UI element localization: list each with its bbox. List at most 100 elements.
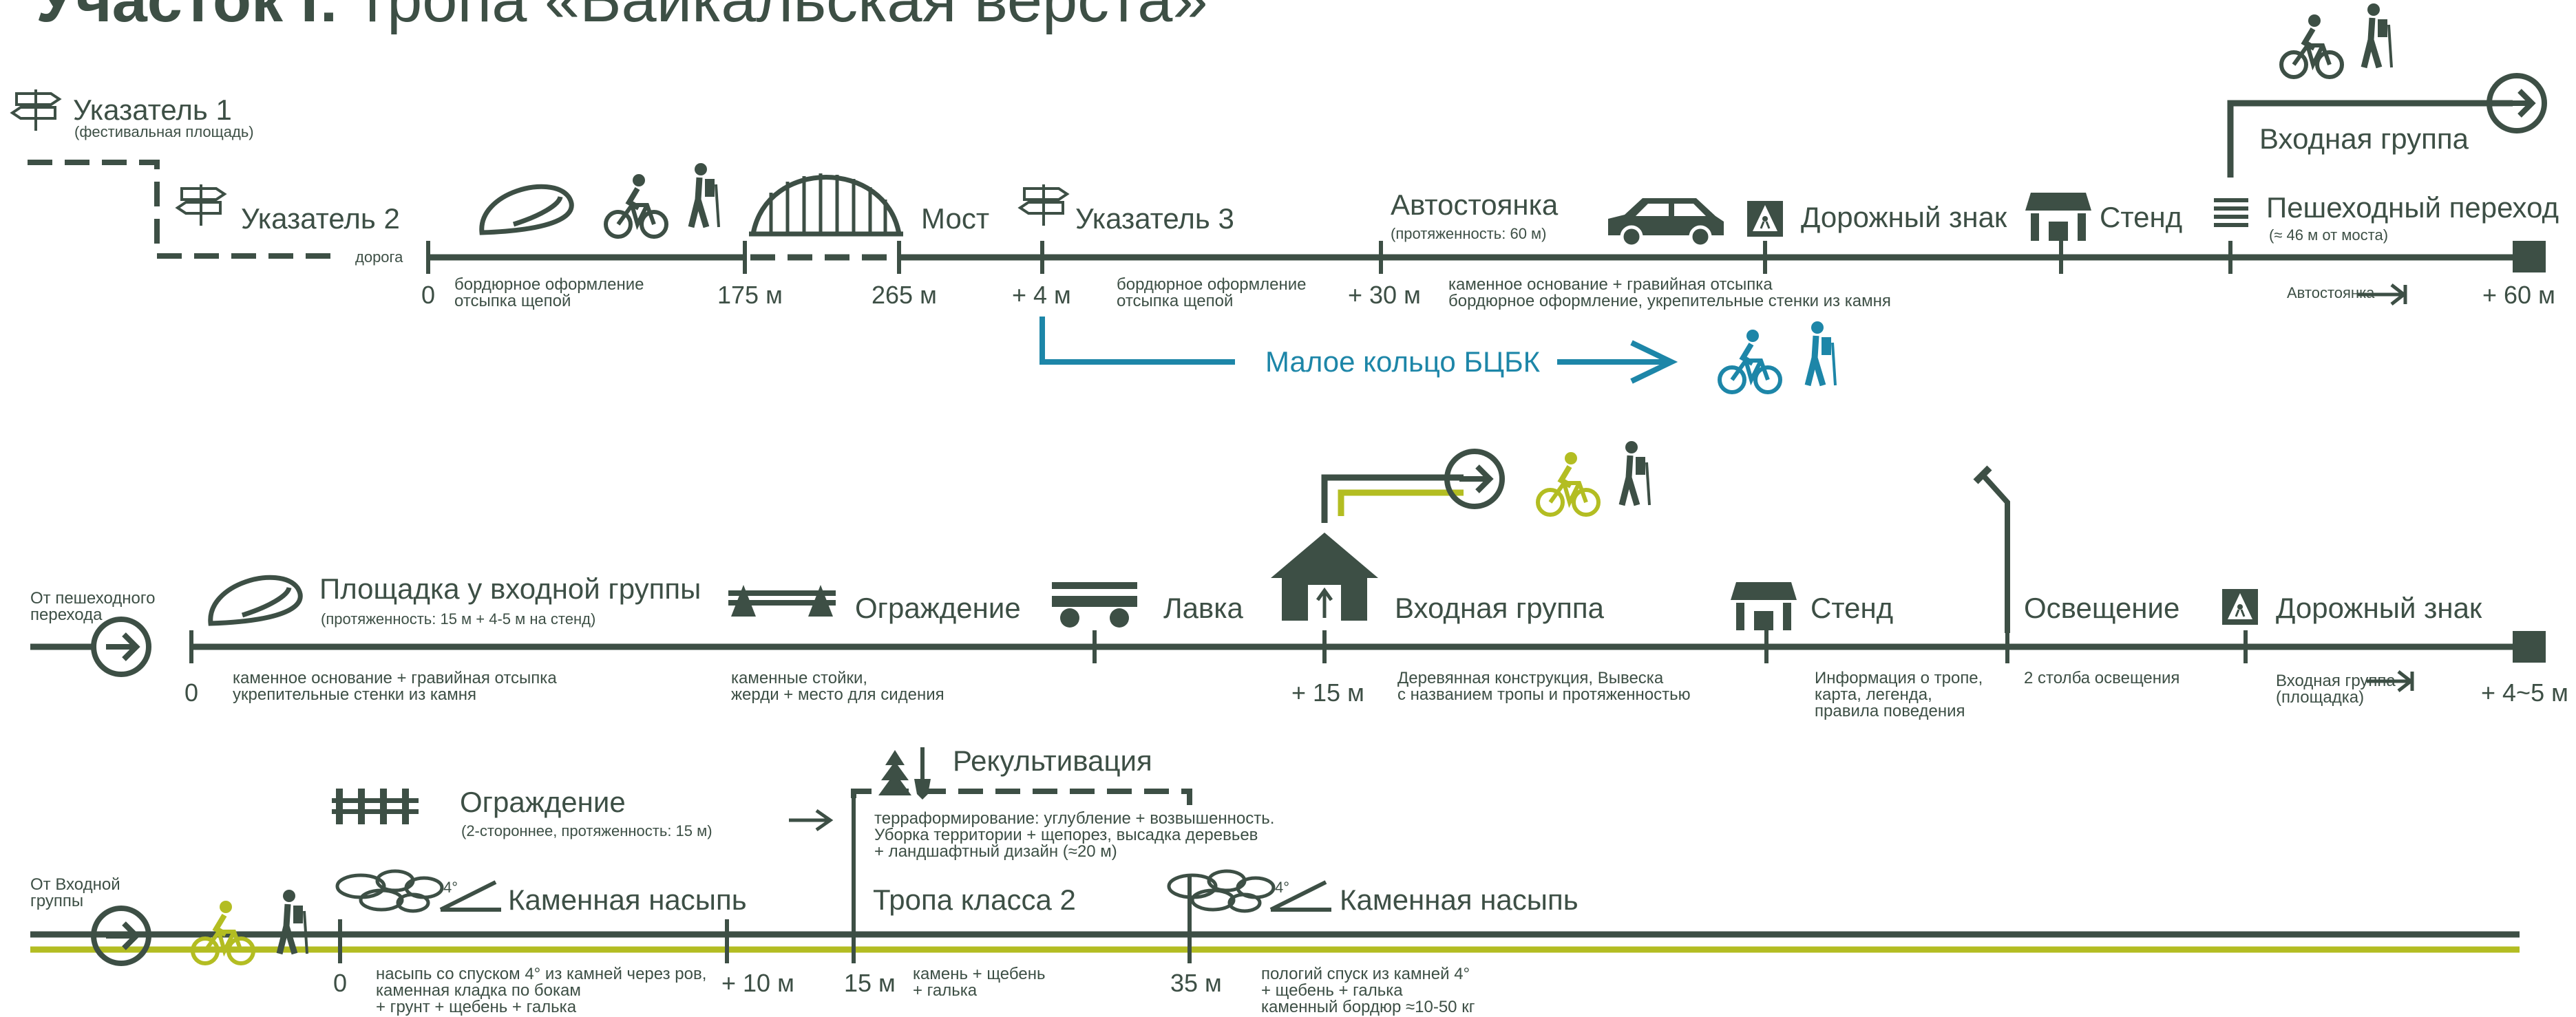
label-recultivation: Рекультивация bbox=[953, 745, 1152, 777]
label-ukazatel-3: Указатель 3 bbox=[1075, 202, 1234, 235]
bicycle-icon bbox=[606, 174, 666, 237]
note-platform: каменное основание + гравийная отсыпка у… bbox=[233, 669, 557, 704]
stone-icon bbox=[479, 184, 574, 235]
label-crossing-sub: (≈ 46 м от моста) bbox=[2269, 226, 2389, 244]
label-parking-sub: (протяженность: 60 м) bbox=[1391, 225, 1547, 242]
label-slope-deg-1: 4° bbox=[443, 879, 458, 896]
arrow-to-parking bbox=[2357, 283, 2407, 306]
note-entry: Деревянная конструкция, Вывеска с назван… bbox=[1397, 669, 1691, 704]
row2-ticks bbox=[189, 630, 2248, 663]
row1-ticks bbox=[426, 241, 2232, 274]
fence-icon bbox=[332, 789, 419, 824]
bicycle-icon bbox=[1538, 452, 1598, 515]
bicycle-icon bbox=[2281, 14, 2342, 77]
label-fence: Ограждение bbox=[855, 592, 1021, 624]
mark-265: 265 м bbox=[872, 281, 937, 309]
label-slope-deg-2: 4° bbox=[1275, 879, 1290, 896]
arrow-circle-icon bbox=[94, 619, 149, 674]
row1-graphics bbox=[11, 3, 2546, 392]
label-fence-3: Ограждение bbox=[460, 786, 626, 818]
label-road: дорога bbox=[355, 248, 403, 266]
label-entry-group-2: Входная группа bbox=[1395, 592, 1605, 624]
rocks-icon bbox=[337, 871, 442, 911]
label-platform-sub: (протяженность: 15 м + 4-5 м на стенд) bbox=[321, 610, 596, 628]
mark-175: 175 м bbox=[717, 281, 783, 309]
entry-branch-line bbox=[2227, 100, 2513, 178]
label-road-sign: Дорожный знак bbox=[1801, 201, 2007, 233]
label-stand-2: Стенд bbox=[1810, 592, 1894, 624]
label-bench: Лавка bbox=[1163, 592, 1243, 624]
label-from-crossing: От пешеходного перехода bbox=[30, 589, 156, 624]
mark-plus30: + 30 м bbox=[1348, 281, 1421, 309]
label-to-parking: Автостоянка bbox=[2287, 284, 2375, 301]
signpost-icon bbox=[1019, 183, 1068, 227]
label-bridge: Мост bbox=[921, 202, 990, 235]
label-ukazatel-1-sub: (фестивальная площадь) bbox=[74, 123, 254, 140]
label-trail-class-2: Тропа класса 2 bbox=[873, 884, 1076, 916]
note-recultivation: терраформирование: углубление + возвышен… bbox=[874, 809, 1275, 861]
pedestrian-sign-icon bbox=[2221, 588, 2259, 626]
note-embankment-2: пологий спуск из камней 4° + щебень + га… bbox=[1261, 965, 1475, 1016]
fence-icon bbox=[728, 585, 836, 617]
ring-branch-line bbox=[1039, 317, 1235, 365]
label-platform: Площадка у входной группы bbox=[319, 572, 701, 605]
mark-plus4: + 4 м bbox=[1012, 281, 1071, 309]
hiker-icon bbox=[1622, 441, 1649, 505]
note-lighting: 2 столба освещения bbox=[2024, 669, 2180, 687]
hiker-icon bbox=[279, 890, 307, 954]
trail-end-marker bbox=[2513, 631, 2546, 663]
note-stand: Информация о тропе, карта, легенда, прав… bbox=[1815, 669, 1983, 720]
mark-0-row3: 0 bbox=[333, 969, 348, 997]
mark-0: 0 bbox=[421, 281, 436, 309]
label-small-ring: Малое кольцо БЦБК bbox=[1265, 345, 1541, 378]
row3-ticks bbox=[338, 791, 1192, 963]
hiker-icon bbox=[691, 163, 719, 227]
note-trail: камень + щебень + галька bbox=[913, 965, 1046, 1000]
row2-graphics bbox=[30, 441, 2546, 692]
hiker-icon bbox=[1808, 321, 1835, 385]
ring-arrow bbox=[1557, 340, 1678, 384]
signpost-icon bbox=[11, 88, 61, 132]
lamp-icon bbox=[1973, 465, 2010, 633]
mark-plus4-5: + 4~5 м bbox=[2481, 678, 2568, 707]
hiker-icon bbox=[2364, 3, 2392, 67]
dashed-path-start bbox=[28, 160, 334, 259]
note-segment-3: бордюрное оформление отсыпка щепой bbox=[1117, 275, 1307, 310]
mark-plus15: + 15 м bbox=[1291, 678, 1364, 707]
label-ukazatel-1: Указатель 1 bbox=[73, 94, 232, 126]
label-stone-embankment-1: Каменная насыпь bbox=[508, 884, 747, 916]
bicycle-icon bbox=[1720, 330, 1780, 392]
label-crossing: Пешеходный переход bbox=[2266, 191, 2559, 224]
note-entry-platform: Входная группа (площадка) bbox=[2276, 672, 2396, 707]
label-stand: Стенд bbox=[2100, 201, 2183, 233]
note-segment-4: каменное основание + гравийная отсыпка б… bbox=[1448, 275, 1891, 310]
label-parking: Автостоянка bbox=[1391, 189, 1559, 221]
mark-plus60: + 60 м bbox=[2482, 281, 2555, 309]
label-entry-group: Входная группа bbox=[2259, 122, 2469, 155]
bridge-icon bbox=[749, 173, 903, 237]
label-stone-embankment-2: Каменная насыпь bbox=[1340, 884, 1579, 916]
tree-shovel-icon bbox=[878, 747, 931, 800]
label-lighting: Освещение bbox=[2024, 592, 2180, 624]
crossing-icon bbox=[2214, 198, 2248, 227]
page-title: тропа «Байкальская верста» bbox=[358, 0, 1208, 35]
bench-icon bbox=[1052, 582, 1137, 628]
mark-plus10: + 10 м bbox=[721, 969, 794, 997]
trail-end-marker bbox=[2513, 241, 2546, 272]
entry-house-icon bbox=[1271, 533, 1378, 621]
page-title-prefix: Участок I: bbox=[36, 0, 339, 35]
pedestrian-sign-icon bbox=[1746, 200, 1784, 238]
row3-graphics bbox=[30, 747, 2520, 963]
stone-icon bbox=[208, 575, 303, 626]
rocks-icon bbox=[1169, 871, 1274, 911]
mark-0-row2: 0 bbox=[184, 678, 199, 707]
note-embankment-1: насыпь со спуском 4° из камней через ров… bbox=[376, 965, 707, 1016]
stand-icon bbox=[2025, 193, 2091, 241]
label-ukazatel-2: Указатель 2 bbox=[241, 202, 400, 235]
stand-icon bbox=[1731, 582, 1797, 630]
signpost-icon bbox=[176, 183, 226, 227]
label-road-sign-2: Дорожный знак bbox=[2276, 592, 2482, 624]
note-segment-1: бордюрное оформление отсыпка щепой bbox=[454, 275, 644, 310]
